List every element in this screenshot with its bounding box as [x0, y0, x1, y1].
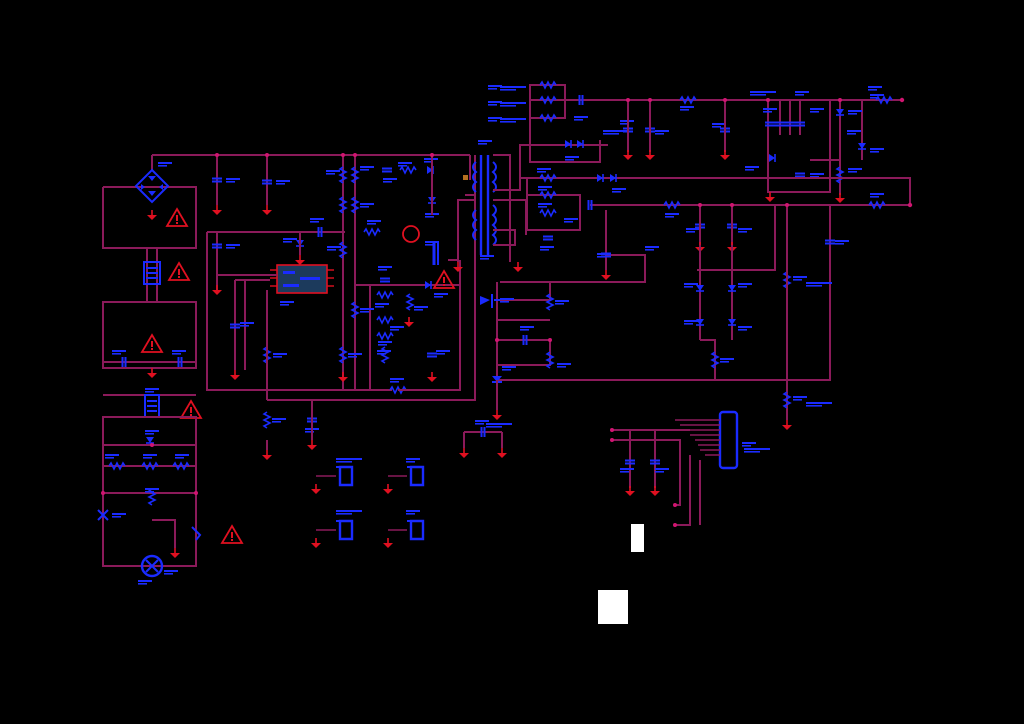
connector-icon [334, 465, 354, 487]
wire-junctions [101, 98, 842, 495]
optocoupler-icon [480, 294, 500, 308]
transformer-icon [463, 155, 497, 255]
white-block [631, 524, 644, 552]
connector-icon [334, 519, 354, 541]
choke-icon [143, 261, 161, 285]
connector-icon [405, 465, 425, 487]
transformer-section [452, 140, 608, 273]
mosfet-icon [432, 243, 439, 265]
white-block [598, 590, 628, 624]
warning-triangle-icon [221, 525, 243, 544]
warning-triangle-icon [180, 400, 202, 419]
ac-input-connector-icon [140, 554, 164, 578]
output-connector-icon [718, 410, 739, 470]
bridge-rectifier-icon [134, 168, 170, 204]
output-connector-section [610, 410, 770, 527]
connector-icon [405, 519, 425, 541]
mounting-holes-section [310, 458, 425, 549]
warning-triangle-icon [166, 208, 188, 227]
choke-icon [144, 394, 160, 418]
warning-triangle-icon [168, 262, 190, 281]
feedback-section [458, 205, 849, 459]
warning-triangle-icon [141, 334, 163, 353]
input-filter-section [97, 154, 470, 585]
pwm-ic-icon [270, 264, 334, 294]
pwm-controller-section [206, 155, 476, 461]
